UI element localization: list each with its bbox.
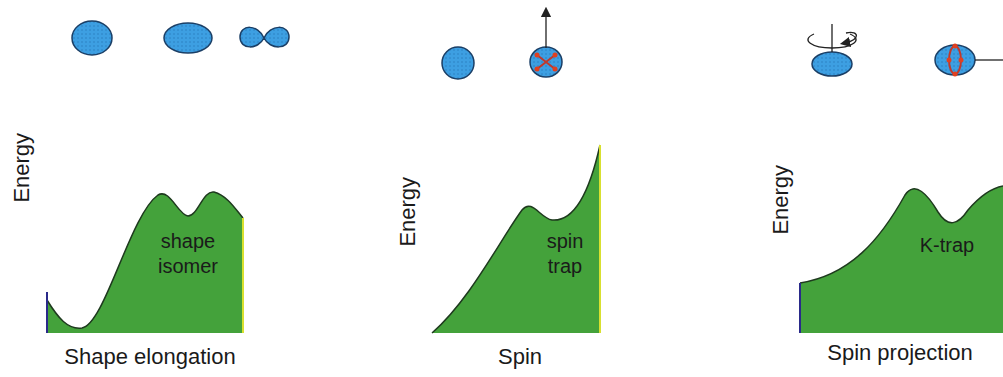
axis-title: Spin projection <box>827 339 973 367</box>
axis-title: Energy <box>8 133 36 203</box>
axis-title: Shape elongation <box>64 343 235 371</box>
axis-title: Spin <box>498 343 542 371</box>
axis-title: Energy <box>767 165 795 235</box>
trap-label: shape isomer <box>143 229 233 279</box>
axis-title: Energy <box>394 177 422 247</box>
trap-label: K-trap <box>920 233 974 258</box>
trap-label: spin trap <box>535 229 595 279</box>
